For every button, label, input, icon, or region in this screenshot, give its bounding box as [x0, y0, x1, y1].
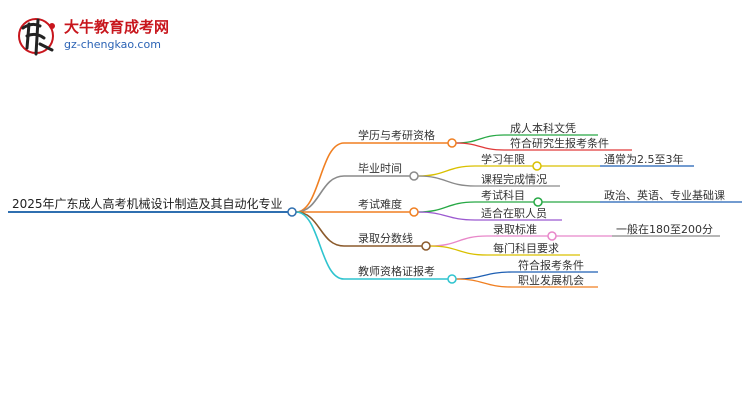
subtopic-connector [455, 134, 505, 144]
subtopic-connector [417, 201, 476, 213]
detail-topic: 通常为2.5至3年 [604, 152, 684, 166]
subtopic: 录取标准 [493, 222, 537, 236]
subtopic-connector [417, 211, 476, 221]
branch-topic: 考试难度 [358, 197, 402, 211]
bull-calligraphy-logo-icon [18, 18, 55, 56]
subtopic: 学习年限 [481, 152, 525, 166]
branch-collapse-node[interactable] [447, 274, 457, 284]
subtopic-collapse-node[interactable] [533, 197, 543, 207]
branch-collapse-node[interactable] [409, 171, 419, 181]
root-topic: 2025年广东成人高考机械设计制造及其自动化专业 [12, 196, 283, 211]
root-collapse-node[interactable] [287, 207, 297, 217]
subtopic-connector [417, 175, 476, 187]
branch-collapse-node[interactable] [421, 241, 431, 251]
branch-collapse-node[interactable] [447, 138, 457, 148]
subtopic-connector [417, 165, 476, 177]
branch-topic: 毕业时间 [358, 162, 402, 175]
subtopic-connector [429, 245, 488, 256]
subtopic-connector [429, 235, 488, 247]
subtopic-connector [455, 271, 513, 280]
detail-topic: 一般在180至200分 [616, 223, 713, 236]
branch-connector [295, 142, 345, 213]
detail-topic: 政治、英语、专业基础课 [604, 188, 725, 202]
subtopic-connector [455, 142, 505, 151]
branch-topic: 学历与考研资格 [358, 128, 435, 142]
subtopic-connector [455, 278, 513, 288]
subtopic-collapse-node[interactable] [547, 231, 557, 241]
subtopic: 符合研究生报考条件 [510, 136, 609, 150]
subtopic: 适合在职人员 [481, 206, 547, 220]
branch-connector [295, 175, 345, 213]
brand-name: 大牛教育成考网 [64, 18, 170, 36]
subtopic: 考试科目 [481, 188, 525, 202]
branch-collapse-node[interactable] [409, 207, 419, 217]
subtopic: 成人本科文凭 [510, 121, 576, 135]
subtopic-collapse-node[interactable] [532, 161, 542, 171]
subtopic: 课程完成情况 [481, 172, 547, 186]
subtopic: 符合报考条件 [518, 258, 584, 272]
subtopic: 职业发展机会 [518, 273, 584, 287]
branch-connector [295, 211, 345, 280]
branch-topic: 教师资格证报考 [358, 264, 435, 278]
subtopic: 每门科目要求 [493, 241, 559, 255]
branch-connector [295, 211, 345, 247]
brand-logo[interactable]: 大牛教育成考网 gz-chengkao.com [14, 14, 169, 60]
brand-url[interactable]: gz-chengkao.com [64, 38, 161, 51]
branch-topic: 录取分数线 [358, 231, 413, 245]
